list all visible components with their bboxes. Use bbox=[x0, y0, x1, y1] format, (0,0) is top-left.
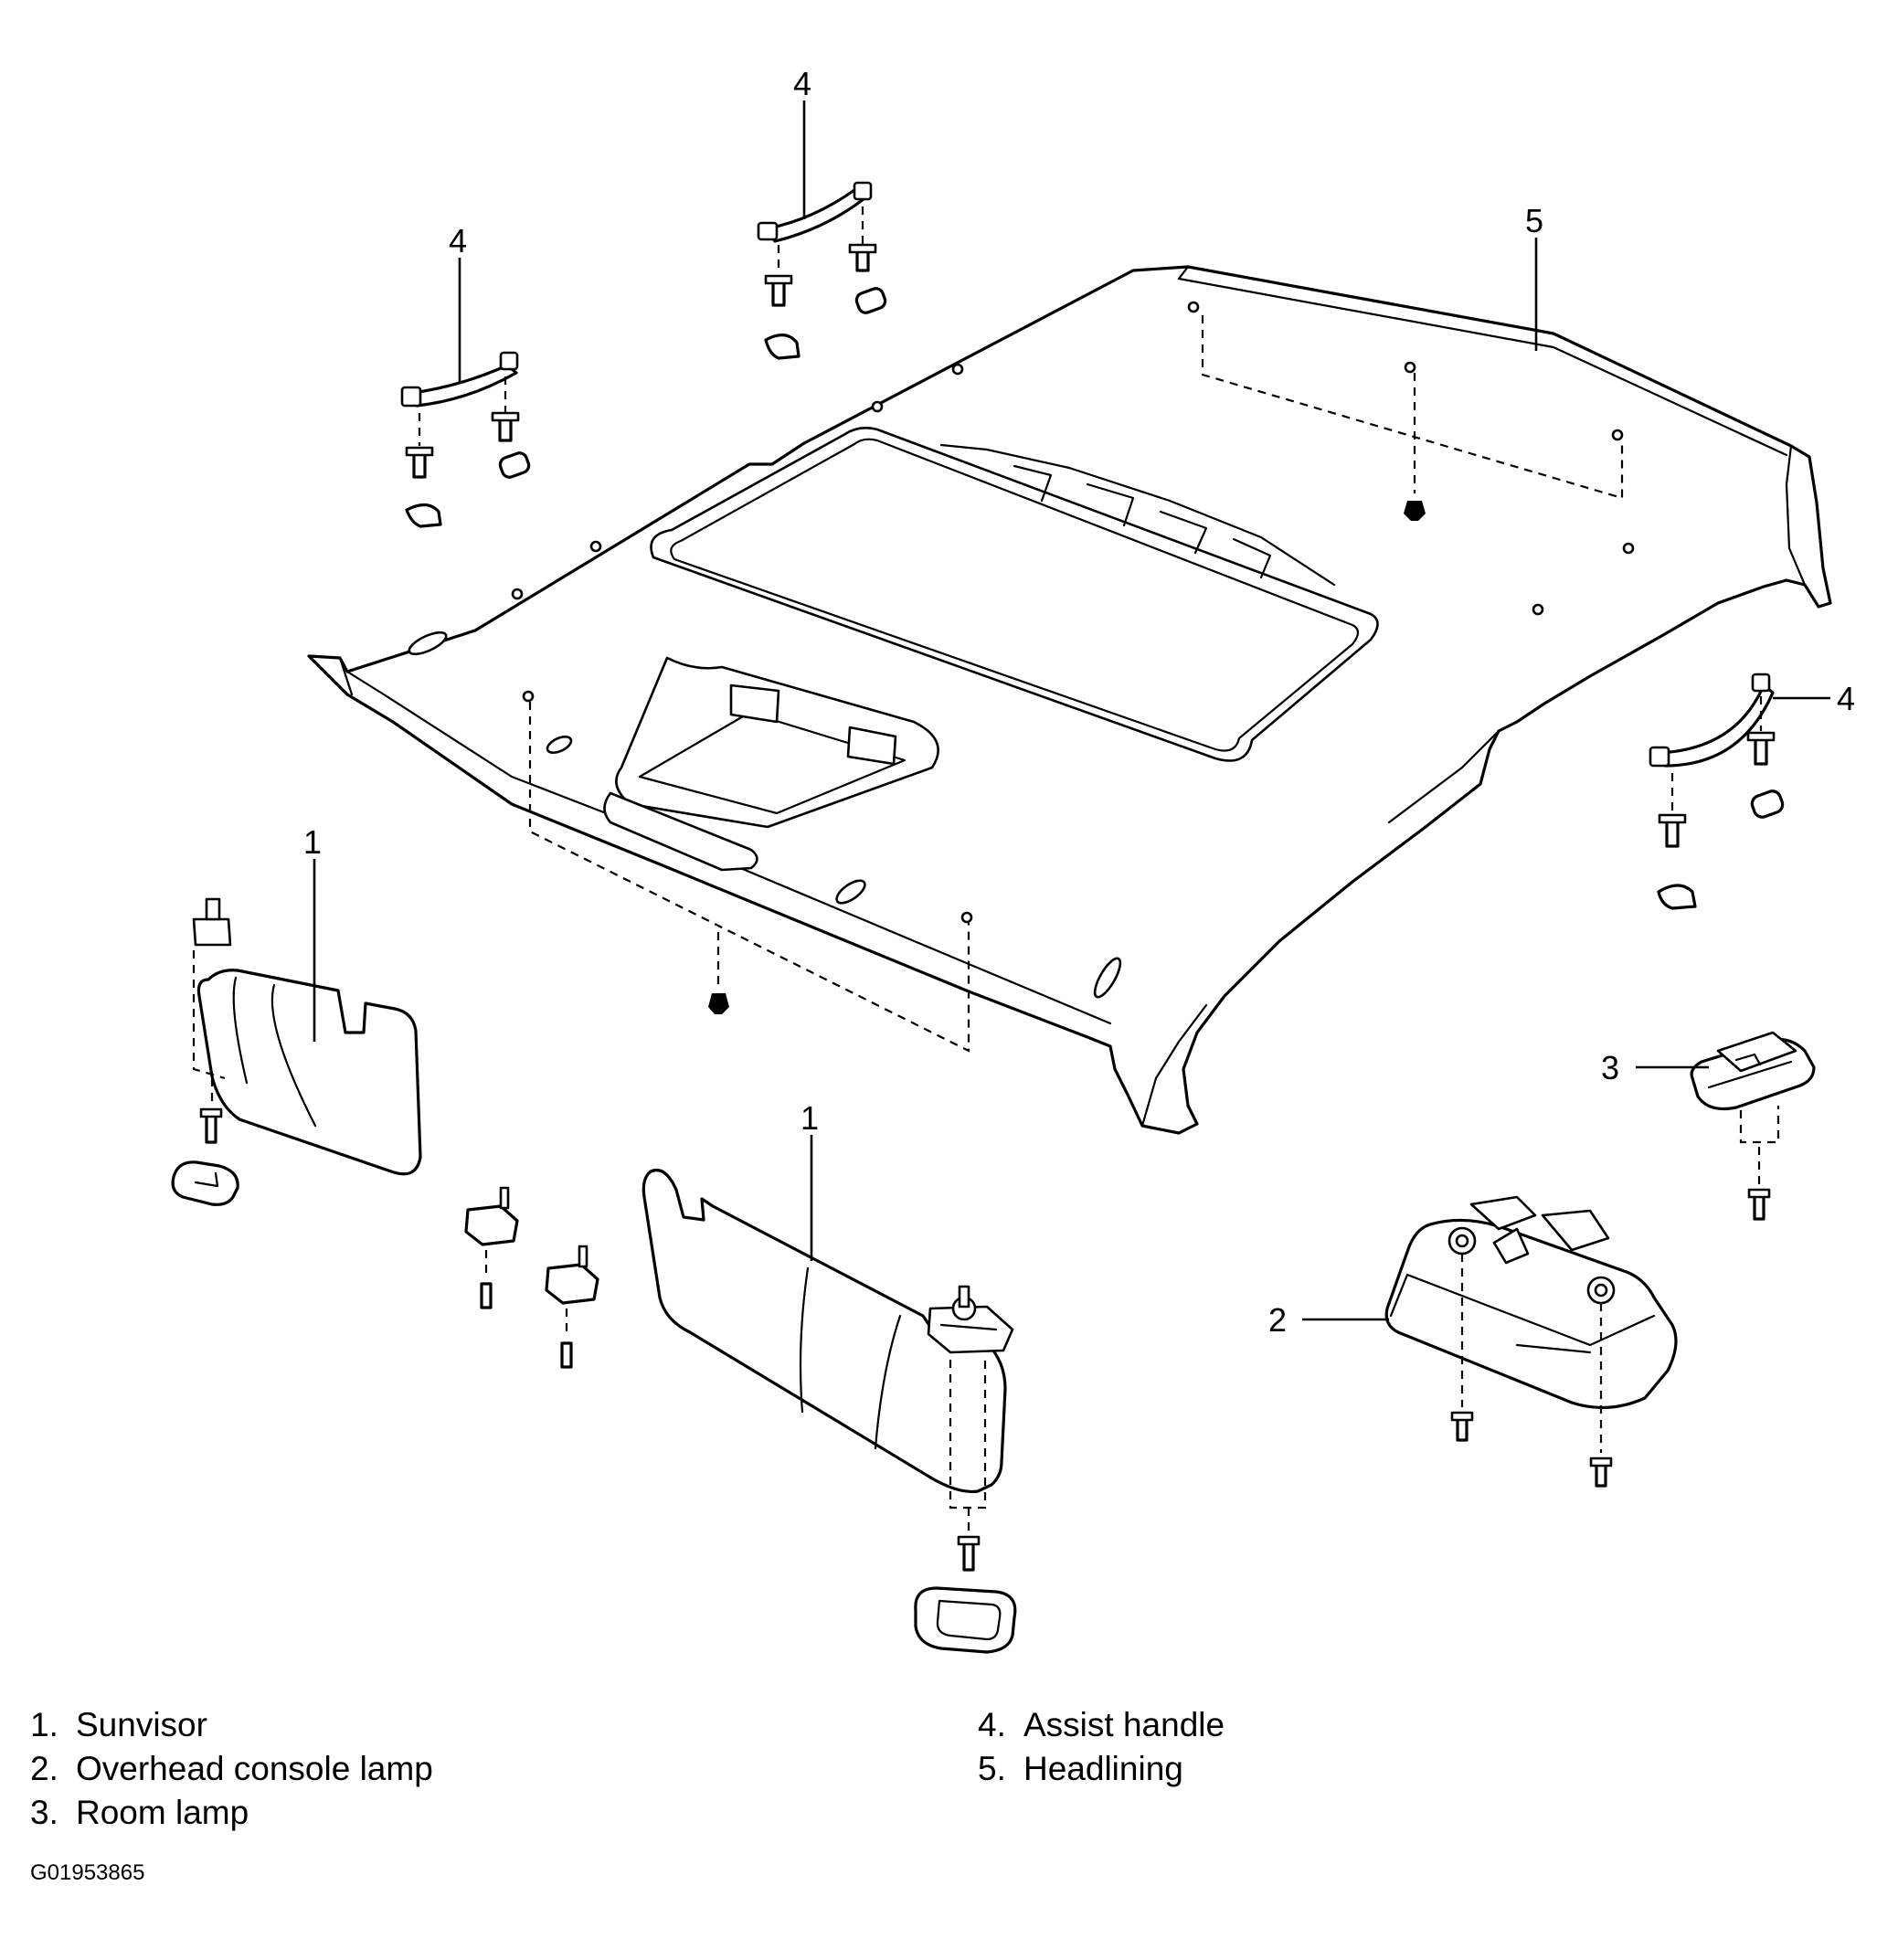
callouts: 4 4 5 4 1 1 3 2 bbox=[303, 65, 1855, 1339]
sunvisor-center bbox=[642, 1169, 1017, 1654]
legend-number: 3. bbox=[30, 1794, 58, 1831]
legend-item-2: 2. Overhead console lamp bbox=[30, 1749, 433, 1789]
exploded-parts-diagram: 4 4 5 4 1 1 3 2 bbox=[171, 65, 1855, 1654]
legend-number: 4. bbox=[978, 1706, 1006, 1743]
legend-label: Room lamp bbox=[76, 1794, 249, 1831]
sunvisor-left bbox=[171, 897, 599, 1369]
legend-number: 5. bbox=[978, 1750, 1006, 1787]
legend-item-3: 3. Room lamp bbox=[30, 1793, 249, 1833]
callout-5: 5 bbox=[1525, 202, 1543, 239]
callout-4-left: 4 bbox=[449, 222, 467, 260]
assist-handle-left bbox=[400, 351, 531, 528]
legend-number: 1. bbox=[30, 1706, 58, 1743]
legend-item-1: 1. Sunvisor bbox=[30, 1705, 207, 1745]
callout-1-left: 1 bbox=[303, 823, 322, 861]
legend-label: Overhead console lamp bbox=[76, 1750, 433, 1787]
legend-label: Headlining bbox=[1023, 1750, 1183, 1787]
room-lamp bbox=[1690, 1031, 1816, 1221]
legend-label: Sunvisor bbox=[76, 1706, 207, 1743]
callout-1-center: 1 bbox=[801, 1099, 819, 1137]
callout-4-right: 4 bbox=[1837, 680, 1855, 717]
callout-3: 3 bbox=[1601, 1049, 1619, 1086]
legend-item-4: 4. Assist handle bbox=[978, 1705, 1225, 1745]
headlining bbox=[307, 265, 1832, 1135]
assist-handle-right bbox=[1649, 673, 1785, 910]
legend-label: Assist handle bbox=[1023, 1706, 1225, 1743]
callout-2: 2 bbox=[1268, 1301, 1287, 1339]
assist-handle-top bbox=[757, 181, 887, 360]
overhead-console-lamp bbox=[1384, 1195, 1678, 1488]
figure-reference-code: G01953865 bbox=[30, 1860, 145, 1885]
clip-holes bbox=[408, 301, 1635, 999]
legend-number: 2. bbox=[30, 1750, 58, 1787]
legend-item-5: 5. Headlining bbox=[978, 1749, 1183, 1789]
callout-4-top: 4 bbox=[793, 65, 811, 102]
